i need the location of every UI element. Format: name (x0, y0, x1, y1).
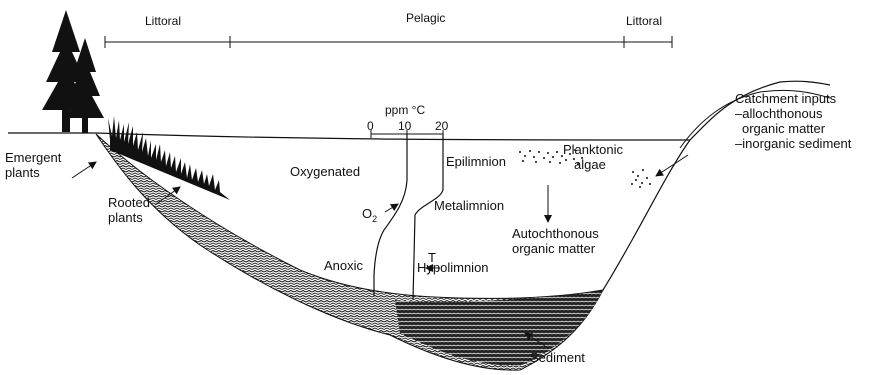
oxygen-profile-line (374, 134, 407, 296)
rooted-plants-label-1: Rooted (108, 195, 150, 210)
temperature-profile-line (413, 134, 443, 300)
oxygenated-label: Oxygenated (290, 164, 360, 179)
tree-icon (42, 10, 104, 133)
emergent-plants-label-2: plants (5, 165, 40, 180)
catchment-label-4: –inorganic sediment (735, 136, 852, 151)
ppm-scale: ppm °C 0 10 20 (367, 103, 449, 138)
catchment-arrow (656, 155, 688, 176)
catchment-label-2: –allochthonous (735, 106, 823, 121)
o2-arrow (385, 204, 398, 212)
rooted-plants-label-2: plants (108, 210, 143, 225)
sediment-label: Sediment (530, 350, 585, 365)
catchment-label-3: organic matter (742, 121, 826, 136)
autochthonous-label-1: Autochthonous (512, 226, 599, 241)
autochthonous-label-2: organic matter (512, 241, 596, 256)
planktonic-algae-label-1: Planktonic (563, 142, 623, 157)
anoxic-label: Anoxic (324, 258, 364, 273)
littoral-left-label: Littoral (145, 14, 181, 28)
metalimnion-label: Metalimnion (434, 198, 504, 213)
planktonic-algae-label-2: algae (574, 157, 606, 172)
catchment-sediment-dots (631, 169, 651, 188)
emergent-arrow (72, 162, 96, 178)
scale-tick-10: 10 (398, 119, 412, 133)
scale-tick-0: 0 (367, 119, 374, 133)
lake-basin (8, 81, 830, 370)
epilimnion-label: Epilimnion (446, 154, 506, 169)
zone-ruler: Littoral Pelagic Littoral (105, 11, 672, 48)
catchment-label-1: Catchment inputs (735, 91, 837, 106)
scale-title: ppm °C (385, 103, 425, 117)
o2-label: O2 (362, 206, 377, 224)
hypolimnion-label: Hypolimnion (417, 260, 489, 275)
scale-tick-20: 20 (435, 119, 449, 133)
littoral-right-label: Littoral (626, 14, 662, 28)
rooted-plants-icon (108, 116, 230, 200)
pelagic-label: Pelagic (406, 11, 445, 25)
emergent-plants-label-1: Emergent (5, 150, 62, 165)
